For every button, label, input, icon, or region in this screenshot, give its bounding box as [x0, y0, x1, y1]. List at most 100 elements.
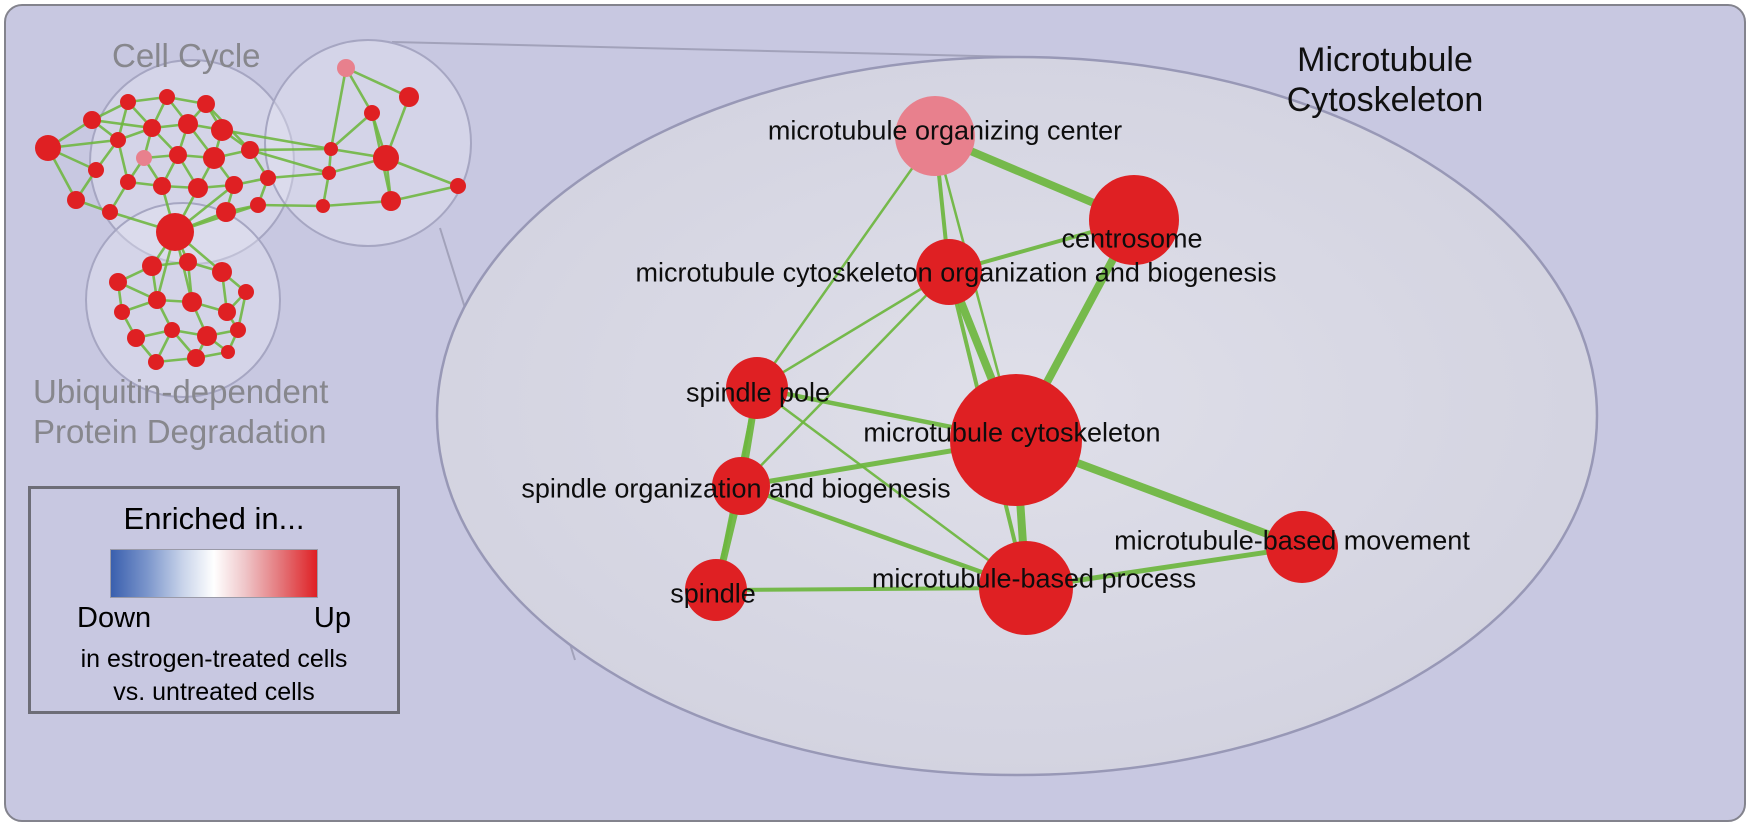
node-centrosome	[1089, 175, 1179, 265]
overview-node-m3	[324, 142, 338, 156]
overview-node-u5	[114, 304, 130, 320]
node-orgbio	[916, 239, 982, 305]
overview-node-u7	[182, 292, 202, 312]
overview-edge	[257, 203, 324, 208]
microtubule-title-line1: Microtubule	[1297, 41, 1473, 79]
overview-node-u8	[218, 303, 236, 321]
legend-down-label: Down	[77, 602, 152, 634]
node-label-mtcyto: microtubule cytoskeleton	[863, 417, 1160, 447]
edge-orgbio-spindlepole	[755, 270, 951, 390]
overview-node-c13	[120, 174, 136, 190]
overview-node-c12	[241, 141, 259, 159]
overview-node-u10	[164, 322, 180, 338]
overview-node-c3	[159, 89, 175, 105]
overview-node-c8	[211, 119, 233, 141]
node-moc	[895, 96, 975, 176]
overview-edge	[329, 67, 348, 150]
overview-node-u1	[142, 256, 162, 276]
node-spindle	[685, 559, 747, 621]
overview-node-c11	[203, 147, 225, 169]
node-spindleorg	[712, 457, 770, 515]
overview-node-u13	[148, 354, 164, 370]
overview-node-c18	[88, 162, 104, 178]
overview-node-c19	[67, 191, 85, 209]
legend-box: Enriched in... Down Up in estrogen-treat…	[28, 486, 400, 714]
legend-gradient-bar	[110, 549, 318, 598]
node-label-process: microtubule-based process	[872, 563, 1196, 593]
overview-node-c6	[143, 119, 161, 137]
edge-orgbio-spindleorg	[739, 270, 951, 488]
edge-moc-spindlepole	[755, 134, 937, 390]
overview-node-u9	[127, 329, 145, 347]
magnifier-line	[391, 41, 1061, 59]
overview-node-b0	[156, 213, 194, 251]
overview-node-u2	[179, 253, 197, 271]
node-label-spindlepole: spindle pole	[686, 377, 830, 407]
overview-node-c4	[197, 95, 215, 113]
overview-node-u0	[109, 273, 127, 291]
overview-node-m8	[316, 199, 330, 213]
node-label-moc: microtubule organizing center	[768, 115, 1122, 145]
overview-node-u12	[230, 322, 246, 338]
overview-node-c17	[260, 170, 276, 186]
legend-scale-row: Down Up	[77, 602, 351, 635]
overview-edge	[221, 128, 332, 151]
legend-caption-line2: vs. untreated cells	[113, 677, 315, 706]
overview-node-u14	[187, 349, 205, 367]
legend-up-label: Up	[313, 602, 351, 634]
ubiquitin-label-line1: Ubiquitin-dependent	[33, 373, 329, 410]
node-label-movement: microtubule-based movement	[1114, 525, 1470, 555]
overview-edge	[249, 147, 332, 152]
node-movement	[1266, 511, 1338, 583]
overview-node-c14	[153, 177, 171, 195]
overview-node-u15	[221, 345, 235, 359]
overview-node-m7	[381, 191, 401, 211]
overview-node-c20	[102, 204, 118, 220]
overview-node-c7	[178, 114, 198, 134]
node-mtcyto	[950, 374, 1082, 506]
cell-cycle-cluster-label: Cell Cycle	[112, 37, 261, 74]
overview-edge	[330, 112, 373, 150]
edge-spindle-process	[714, 586, 1028, 592]
overview-node-c15	[188, 178, 208, 198]
overview-edge	[249, 148, 330, 175]
overview-node-c10	[169, 146, 187, 164]
overview-node-u4	[238, 284, 254, 300]
overview-node-c5	[110, 132, 126, 148]
overview-edge	[322, 199, 392, 208]
overview-node-m2	[364, 105, 380, 121]
overview-node-c0	[35, 135, 61, 161]
overview-node-m1	[399, 87, 419, 107]
node-spindlepole	[726, 357, 788, 419]
overview-edge	[390, 184, 459, 203]
overview-node-c2	[120, 94, 136, 110]
overview-node-m0	[337, 59, 355, 77]
overview-node-c9	[136, 150, 152, 166]
overview-node-u6	[148, 291, 166, 309]
overview-node-u11	[197, 326, 217, 346]
edge-spindlepole-process	[755, 386, 1028, 590]
overview-node-m6	[450, 178, 466, 194]
microtubule-cytoskeleton-title: Microtubule Cytoskeleton	[1225, 40, 1545, 120]
overview-node-m5	[322, 166, 336, 180]
overview-edge	[267, 171, 330, 180]
node-process	[979, 541, 1073, 635]
ubiquitin-label-line2: Protein Degradation	[33, 413, 327, 451]
overview-node-c16	[225, 176, 243, 194]
edge-spindleorg-process	[738, 483, 1029, 591]
legend-caption: in estrogen-treated cells vs. untreated …	[31, 643, 397, 708]
node-label-spindle: spindle	[670, 578, 756, 608]
node-label-orgbio: microtubule cytoskeleton organization an…	[636, 257, 1277, 287]
legend-title: Enriched in...	[123, 501, 305, 536]
overview-node-c1	[83, 111, 101, 129]
overview-node-u3	[212, 262, 232, 282]
node-label-centrosome: centrosome	[1061, 223, 1202, 253]
overview-node-c22	[250, 197, 266, 213]
overview-node-m4	[373, 145, 399, 171]
legend-caption-line1: in estrogen-treated cells	[80, 645, 348, 673]
node-label-spindleorg: spindle organization and biogenesis	[521, 473, 950, 503]
overview-node-c21	[216, 202, 236, 222]
microtubule-title-line2: Cytoskeleton	[1286, 81, 1484, 120]
